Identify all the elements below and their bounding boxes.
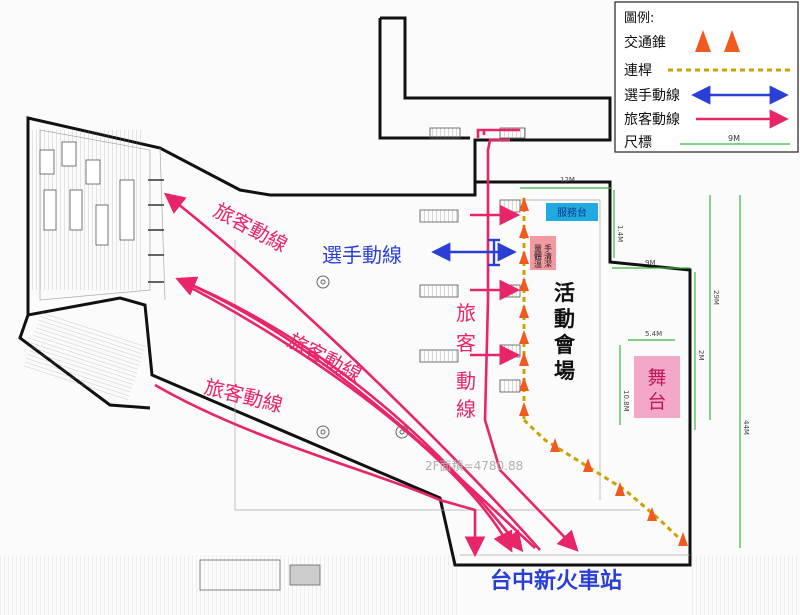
traffic-cone <box>519 352 529 366</box>
legend-scale-value: 9M <box>728 134 740 143</box>
traffic-cone <box>647 507 657 521</box>
legend-passenger-label: 旅客動線 <box>624 111 680 128</box>
stage-label-2: 台 <box>647 391 666 413</box>
dimension-lines <box>520 187 741 548</box>
dim-stage-height: 10.8M <box>622 390 630 412</box>
traffic-cone <box>519 402 529 416</box>
station-name: 台中新火車站 <box>490 568 622 594</box>
dim-stage-width: 5.4M <box>645 330 662 338</box>
traffic-cone <box>519 197 529 211</box>
dim-small-vertical: 1.4M <box>616 225 624 242</box>
traffic-cone <box>519 377 529 391</box>
stage-label-1: 舞 <box>647 367 666 389</box>
passenger-route-label-3: 旅客動線 <box>202 375 285 418</box>
service-desk-label: 服務台 <box>557 206 587 219</box>
dim-right-29: 29M <box>712 290 720 305</box>
service-desk: 服務台 <box>546 203 598 221</box>
traffic-cones <box>519 197 688 546</box>
legend-cone-icon-1 <box>695 30 711 52</box>
station-platform <box>0 555 800 615</box>
event-area-char-4: 場 <box>554 359 575 383</box>
traffic-cone <box>550 438 560 452</box>
traffic-cone <box>519 304 529 318</box>
legend-bar-label: 連桿 <box>624 63 652 79</box>
traffic-cone <box>519 277 529 291</box>
event-area-char-3: 會 <box>554 333 576 357</box>
passenger-route-vertical-2: 客 <box>456 331 476 355</box>
passenger-route-label-1: 旅客動線 <box>210 198 292 257</box>
temperature-label: 量體溫 <box>534 244 543 269</box>
legend-athlete-label: 選手動線 <box>624 88 680 104</box>
building-outline <box>18 16 692 567</box>
dimension-labels: 12M 1.4M 9M 29M 2M 44M 5.4M 10.8M <box>560 176 750 435</box>
left-stairs <box>23 130 164 401</box>
traffic-cone <box>519 330 529 344</box>
legend-title: 圖例: <box>624 11 654 26</box>
floor-area-label: 2F面積=4780.88 <box>425 458 523 473</box>
dim-top-width: 12M <box>560 176 575 184</box>
hand-cleaning-station: 手清潔 量體溫 <box>530 236 556 270</box>
legend-scale-label: 尺標 <box>624 135 652 151</box>
legend: 圖例: 交通錐 連桿 選手動線 旅客動線 尺標 9M <box>614 1 799 153</box>
passenger-route-vertical-3: 動 <box>456 369 476 393</box>
passenger-route-vertical-4: 線 <box>456 397 476 421</box>
legend-cone-icon-2 <box>724 30 740 52</box>
hand-cleaning-label: 手清潔 <box>544 243 553 269</box>
traffic-cone <box>615 482 625 496</box>
event-area-char-1: 活 <box>554 281 575 305</box>
stage: 舞 台 <box>634 356 680 418</box>
dim-mid-width: 9M <box>645 259 656 267</box>
dim-right-44: 44M <box>742 420 750 435</box>
event-area-char-2: 動 <box>554 307 575 331</box>
traffic-cone <box>519 250 529 264</box>
traffic-cone <box>519 224 529 238</box>
traffic-cone <box>678 532 688 546</box>
athlete-route <box>431 238 517 267</box>
passenger-routes <box>154 128 579 558</box>
legend-cone-label: 交通錐 <box>624 34 666 51</box>
traffic-cone <box>583 458 593 472</box>
passenger-route-vertical-1: 旅 <box>456 301 476 325</box>
event-area-label: 活 動 會 場 <box>554 281 576 383</box>
dim-right-2: 2M <box>697 350 705 361</box>
athlete-route-label: 選手動線 <box>322 243 402 267</box>
